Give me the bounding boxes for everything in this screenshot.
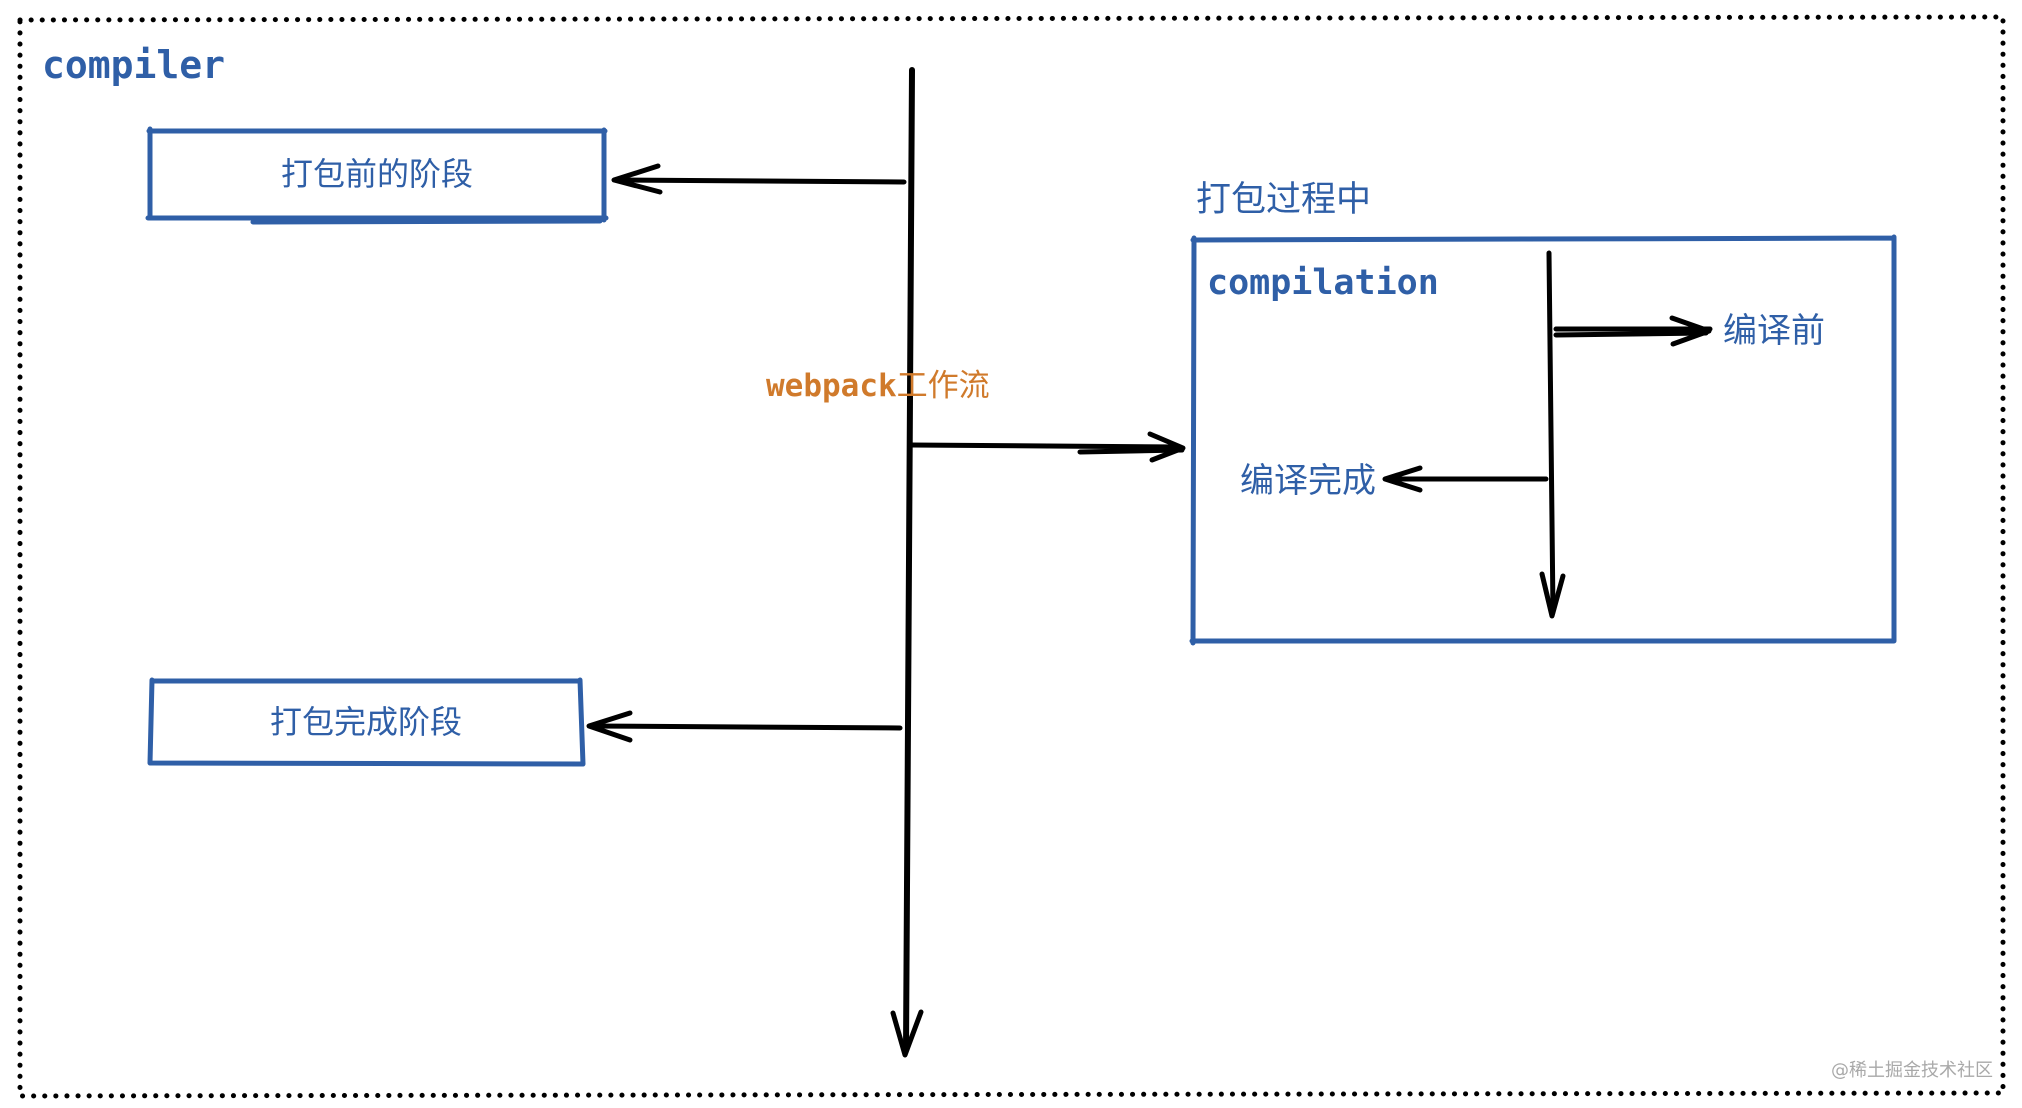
arrow-to-before-pack: [611, 163, 907, 195]
arrow-to-pack-done: [586, 710, 903, 743]
watermark: @稀土掘金技术社区: [1831, 1060, 1993, 1081]
compilation-caption: 打包过程中: [1196, 180, 1371, 220]
stage-label-pack-done: 打包完成阶段: [270, 703, 462, 741]
compiler-boundary: [17, 14, 2006, 1099]
workflow-label-en: webpack: [766, 368, 897, 404]
compilation-title: compilation: [1207, 263, 1439, 303]
compilation-box: compilation: [1189, 234, 1897, 646]
stage-label-before-pack: 打包前的阶段: [281, 155, 473, 193]
stage-box-pack-done: 打包完成阶段: [147, 677, 586, 767]
arrow-to-compilation: [907, 431, 1186, 463]
arrow-to-compile-done: [1382, 465, 1549, 493]
compiler-title: compiler: [42, 43, 225, 87]
stage-box-before-pack: 打包前的阶段: [145, 126, 609, 225]
arrow-to-before-compile: [1553, 315, 1713, 347]
workflow-main-arrow: [890, 67, 924, 1058]
compile-done-label: 编译完成: [1240, 461, 1376, 501]
workflow-label-zh: 工作流: [897, 368, 990, 404]
before-compile-label: 编译前: [1723, 311, 1825, 351]
workflow-label: webpack工作流: [766, 368, 990, 404]
compilation-inner-arrow: [1539, 250, 1566, 619]
